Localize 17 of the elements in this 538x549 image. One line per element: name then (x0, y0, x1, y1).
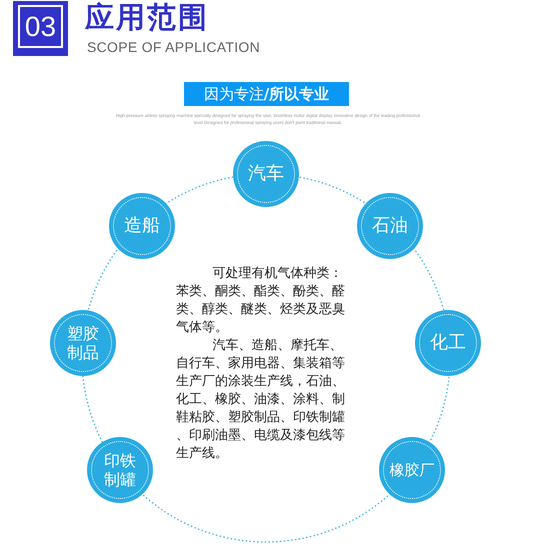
industry-name: 汽车 (246, 163, 285, 185)
industry-circle (87, 437, 153, 503)
industry-name: 石油 (370, 215, 409, 237)
industry-name: 橡胶厂 (389, 461, 435, 479)
description-paragraph: 可处理有机气体种类：苯类、酮类、酯类、酚类、醛类、醇类、醚类、烃类及恶臭气体等。 (176, 265, 346, 337)
description-paragraph: 汽车、造船、摩托车、自行车、家用电器、集装箱等生产厂的涂装生产线，石油、化工、橡胶、油漆、涂料、制鞋粘胶、塑胶制品、印铁制罐、印刷油墨、电缆及漆包线等生产线。 (176, 337, 346, 463)
section-number: 03 (24, 12, 56, 40)
subtitle: SCOPE OF APPLICATION (87, 40, 260, 54)
number-badge (13, 1, 68, 56)
slogan-text: 因为专注/所以专业 (204, 86, 330, 102)
industry-circle (379, 437, 445, 503)
industry-name: 塑胶制品 (66, 324, 100, 362)
slogan-banner (184, 82, 349, 106)
industry-name: 化工 (428, 332, 467, 354)
industry-name: 印铁制罐 (104, 450, 136, 490)
section-title: 应用范围 (85, 3, 209, 32)
industry-name: 造船 (122, 215, 161, 237)
